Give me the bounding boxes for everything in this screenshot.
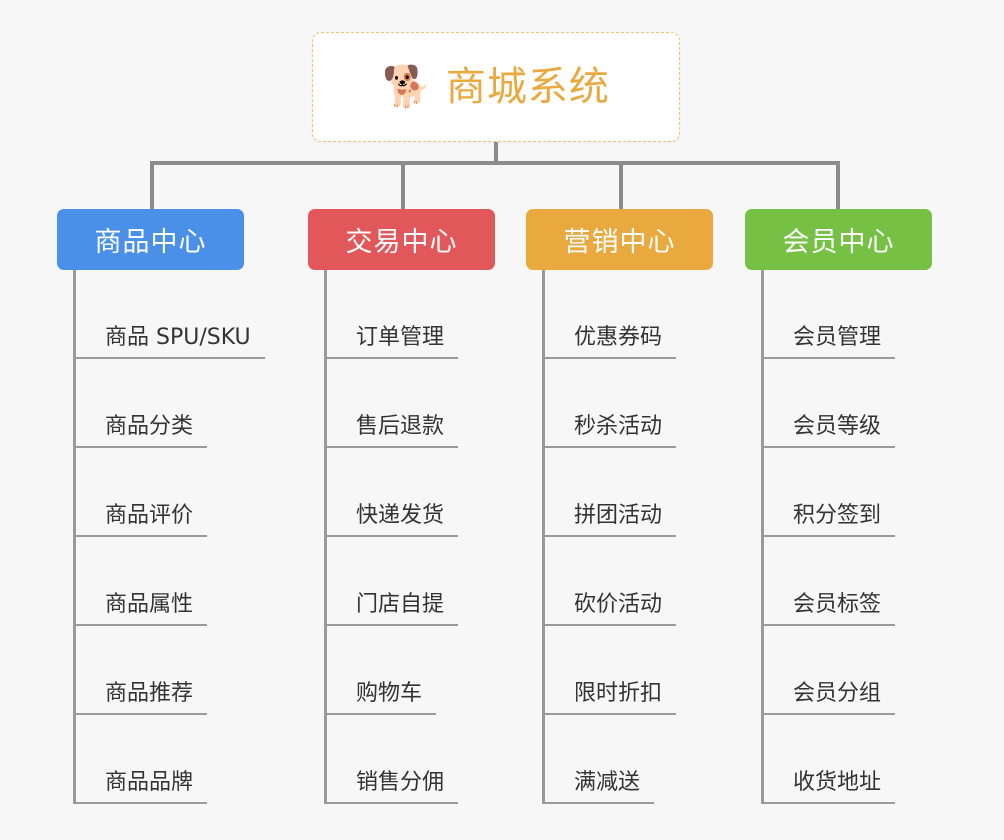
list-item-label: 商品评价: [73, 502, 208, 537]
list-item[interactable]: 门店自提: [324, 537, 459, 626]
branch-item-list-trade-center: 订单管理售后退款快递发货门店自提购物车销售分佣: [324, 270, 459, 804]
branch-header-label: 营销中心: [563, 227, 676, 258]
list-item[interactable]: 销售分佣: [324, 715, 459, 804]
branch-spine-product-center: [73, 270, 76, 804]
list-item[interactable]: 限时折扣: [542, 626, 677, 715]
connector-drop-2: [401, 161, 405, 209]
list-item[interactable]: 商品分类: [73, 359, 265, 448]
branch-item-list-product-center: 商品 SPU/SKU 商品分类商品评价商品属性商品推荐商品品牌: [73, 270, 265, 804]
list-item[interactable]: 商品推荐: [73, 626, 265, 715]
connector-drop-4: [836, 161, 840, 209]
branch-header-product-center[interactable]: 商品中心: [57, 209, 244, 270]
list-item-label: 销售分佣: [324, 769, 459, 804]
connector-drop-3: [619, 161, 623, 209]
list-item[interactable]: 会员分组: [761, 626, 896, 715]
list-item[interactable]: 会员管理: [761, 270, 896, 359]
list-item-label: 满减送: [542, 769, 655, 804]
list-item[interactable]: 会员等级: [761, 359, 896, 448]
list-item-label: 订单管理: [324, 324, 459, 359]
branch-header-member-center[interactable]: 会员中心: [745, 209, 932, 270]
root-node-title: 商城系统: [445, 64, 610, 110]
list-item-label: 门店自提: [324, 591, 459, 626]
list-item-label: 秒杀活动: [542, 413, 677, 448]
branch-trade-center: 交易中心订单管理售后退款快递发货门店自提购物车销售分佣: [308, 209, 495, 804]
list-item[interactable]: 优惠券码: [542, 270, 677, 359]
root-node-card[interactable]: 🐕 商城系统: [312, 32, 680, 142]
list-item[interactable]: 商品属性: [73, 537, 265, 626]
branch-spine-marketing-center: [542, 270, 545, 804]
list-item-label: 售后退款: [324, 413, 459, 448]
shiba-dog-icon: 🐕: [382, 64, 432, 110]
branch-header-label: 会员中心: [782, 227, 895, 258]
connector-horizontal-bus: [150, 161, 840, 165]
list-item-label: 砍价活动: [542, 591, 677, 626]
branch-member-center: 会员中心会员管理会员等级积分签到会员标签会员分组收货地址: [745, 209, 932, 804]
list-item-label: 商品 SPU/SKU: [73, 324, 265, 359]
list-item[interactable]: 积分签到: [761, 448, 896, 537]
list-item-label: 优惠券码: [542, 324, 677, 359]
list-item[interactable]: 购物车: [324, 626, 458, 715]
list-item[interactable]: 拼团活动: [542, 448, 677, 537]
list-item[interactable]: 商品评价: [73, 448, 265, 537]
list-item-label: 会员标签: [761, 591, 896, 626]
list-item-label: 积分签到: [761, 502, 896, 537]
list-item-label: 会员等级: [761, 413, 896, 448]
list-item[interactable]: 收货地址: [761, 715, 896, 804]
branch-spine-trade-center: [324, 270, 327, 804]
list-item-label: 拼团活动: [542, 502, 677, 537]
list-item-label: 商品分类: [73, 413, 208, 448]
list-item-label: 限时折扣: [542, 680, 677, 715]
list-item-label: 会员管理: [761, 324, 896, 359]
list-item[interactable]: 满减送: [542, 715, 676, 804]
list-item-label: 快递发货: [324, 502, 459, 537]
list-item-label: 购物车: [324, 680, 437, 715]
list-item[interactable]: 订单管理: [324, 270, 459, 359]
list-item-label: 商品品牌: [73, 769, 208, 804]
root-node-content: 🐕 商城系统: [382, 65, 610, 109]
list-item-label: 收货地址: [761, 769, 896, 804]
branch-spine-member-center: [761, 270, 764, 804]
branch-header-label: 商品中心: [94, 227, 207, 258]
branch-item-list-member-center: 会员管理会员等级积分签到会员标签会员分组收货地址: [761, 270, 896, 804]
branch-item-list-marketing-center: 优惠券码秒杀活动拼团活动砍价活动限时折扣满减送: [542, 270, 677, 804]
list-item-label: 会员分组: [761, 680, 896, 715]
branch-product-center: 商品中心商品 SPU/SKU 商品分类商品评价商品属性商品推荐商品品牌: [57, 209, 265, 804]
connector-drop-1: [150, 161, 154, 209]
list-item[interactable]: 会员标签: [761, 537, 896, 626]
list-item[interactable]: 快递发货: [324, 448, 459, 537]
list-item-label: 商品属性: [73, 591, 208, 626]
list-item[interactable]: 商品品牌: [73, 715, 265, 804]
branch-header-trade-center[interactable]: 交易中心: [308, 209, 495, 270]
list-item[interactable]: 秒杀活动: [542, 359, 677, 448]
list-item[interactable]: 售后退款: [324, 359, 459, 448]
branch-header-marketing-center[interactable]: 营销中心: [526, 209, 713, 270]
list-item[interactable]: 砍价活动: [542, 537, 677, 626]
connector-root-vertical: [494, 142, 498, 164]
list-item[interactable]: 商品 SPU/SKU: [73, 270, 265, 359]
branch-marketing-center: 营销中心优惠券码秒杀活动拼团活动砍价活动限时折扣满减送: [526, 209, 713, 804]
list-item-label: 商品推荐: [73, 680, 208, 715]
branch-header-label: 交易中心: [345, 227, 458, 258]
